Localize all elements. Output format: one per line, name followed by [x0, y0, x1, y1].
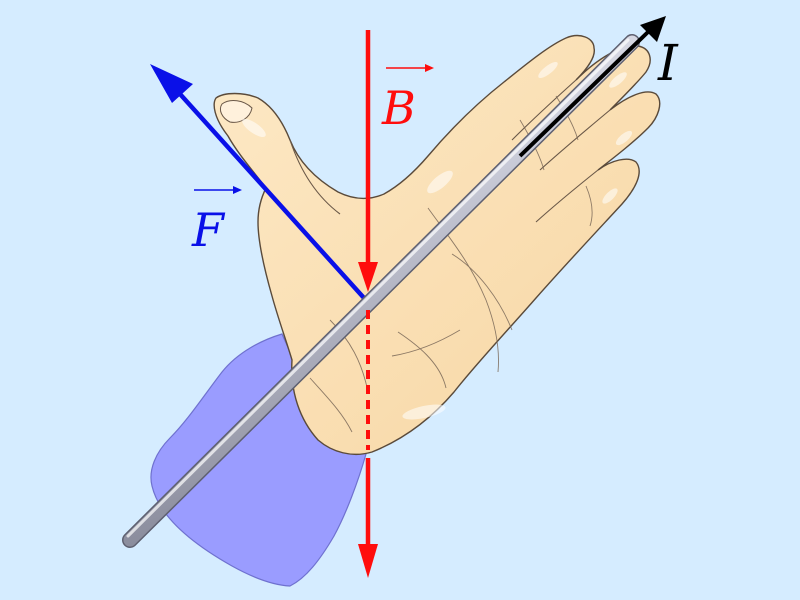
force-label: F	[191, 186, 242, 257]
field-arrow-lower	[358, 310, 378, 578]
skin-highlights	[242, 61, 633, 420]
field-arrow	[358, 30, 378, 292]
force-arrow	[150, 64, 366, 300]
palm-lines	[309, 95, 593, 433]
field-label-text: B	[381, 81, 416, 135]
current-conductor-rod	[122, 34, 640, 548]
finger-creases	[289, 79, 611, 223]
field-label: B	[381, 64, 434, 135]
force-label-text: F	[191, 203, 226, 257]
current-arrow	[518, 16, 666, 158]
current-label-text: I	[657, 34, 679, 92]
